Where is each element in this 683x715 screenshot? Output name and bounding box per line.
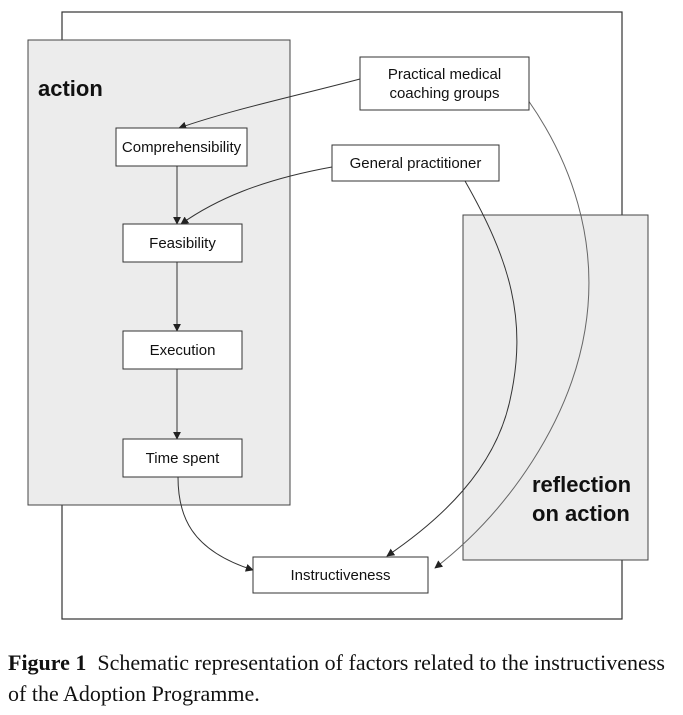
edge-time-spent-to-instructiveness — [177, 476, 254, 572]
execution-label: Execution — [150, 342, 216, 359]
time-spent-label: Time spent — [146, 450, 220, 467]
caption-text: Schematic representation of factors rela… — [8, 650, 665, 706]
caption-label: Figure 1 — [8, 650, 87, 675]
execution-node — [122, 330, 243, 370]
instructiveness-label: Instructiveness — [290, 567, 390, 584]
action-region-label: action — [38, 76, 103, 101]
action-region — [27, 39, 291, 506]
reflection-region-label-line2: on action — [532, 501, 630, 526]
general-practitioner-label: General practitioner — [350, 155, 482, 172]
feasibility-label: Feasibility — [149, 235, 216, 252]
edge-gp-to-feasibility — [180, 166, 333, 225]
practical-coaching-label-line2: coaching groups — [389, 85, 499, 102]
general-practitioner-node — [331, 144, 500, 182]
practical-coaching-node — [359, 56, 530, 111]
edge-practical-to-comprehensibility — [178, 78, 361, 130]
practical-coaching-label-line1: Practical medical — [388, 66, 501, 83]
edge-practical-to-instructiveness — [434, 99, 590, 569]
time-spent-node — [122, 438, 243, 478]
reflection-region-label-line1: reflection — [532, 472, 631, 497]
edge-gp-to-instructiveness — [386, 180, 518, 557]
feasibility-node — [122, 223, 243, 263]
reflection-region — [462, 214, 649, 561]
comprehensibility-label: Comprehensibility — [122, 139, 242, 156]
comprehensibility-node — [115, 127, 248, 167]
figure-caption: Figure 1 Schematic representation of fac… — [8, 647, 680, 709]
instructiveness-node — [252, 556, 429, 594]
factors-diagram: action reflection on action Comprehensib… — [27, 11, 649, 620]
